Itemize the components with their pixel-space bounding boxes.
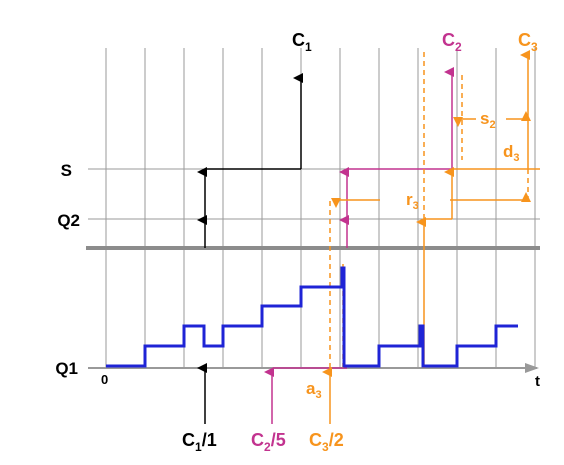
c3-arrival-label: C3/2 [309, 430, 344, 454]
job-1-trace [197, 73, 303, 424]
level-label-s: S [61, 161, 72, 180]
vertical-grid [105, 48, 536, 368]
r3-label: r3 [406, 190, 419, 212]
a3-label: a3 [306, 379, 322, 401]
c1-arrival-label: C1/1 [182, 430, 217, 454]
queue-length-trace [106, 266, 518, 368]
d3-label: d3 [503, 142, 520, 164]
level-label-q2: Q2 [57, 211, 80, 230]
axis-origin-label: 0 [101, 372, 108, 387]
c2-completion-label: C2 [442, 30, 462, 54]
job-2-trace [264, 67, 454, 424]
c2-arrival-label: C2/5 [251, 430, 286, 454]
axis-time-label: t [535, 373, 540, 390]
c3-completion-label: C3 [518, 30, 538, 54]
s2-label: s2 [480, 109, 496, 131]
level-label-q1: Q1 [55, 359, 78, 378]
c1-completion-label: C1 [292, 30, 312, 54]
level-lines [88, 168, 540, 220]
